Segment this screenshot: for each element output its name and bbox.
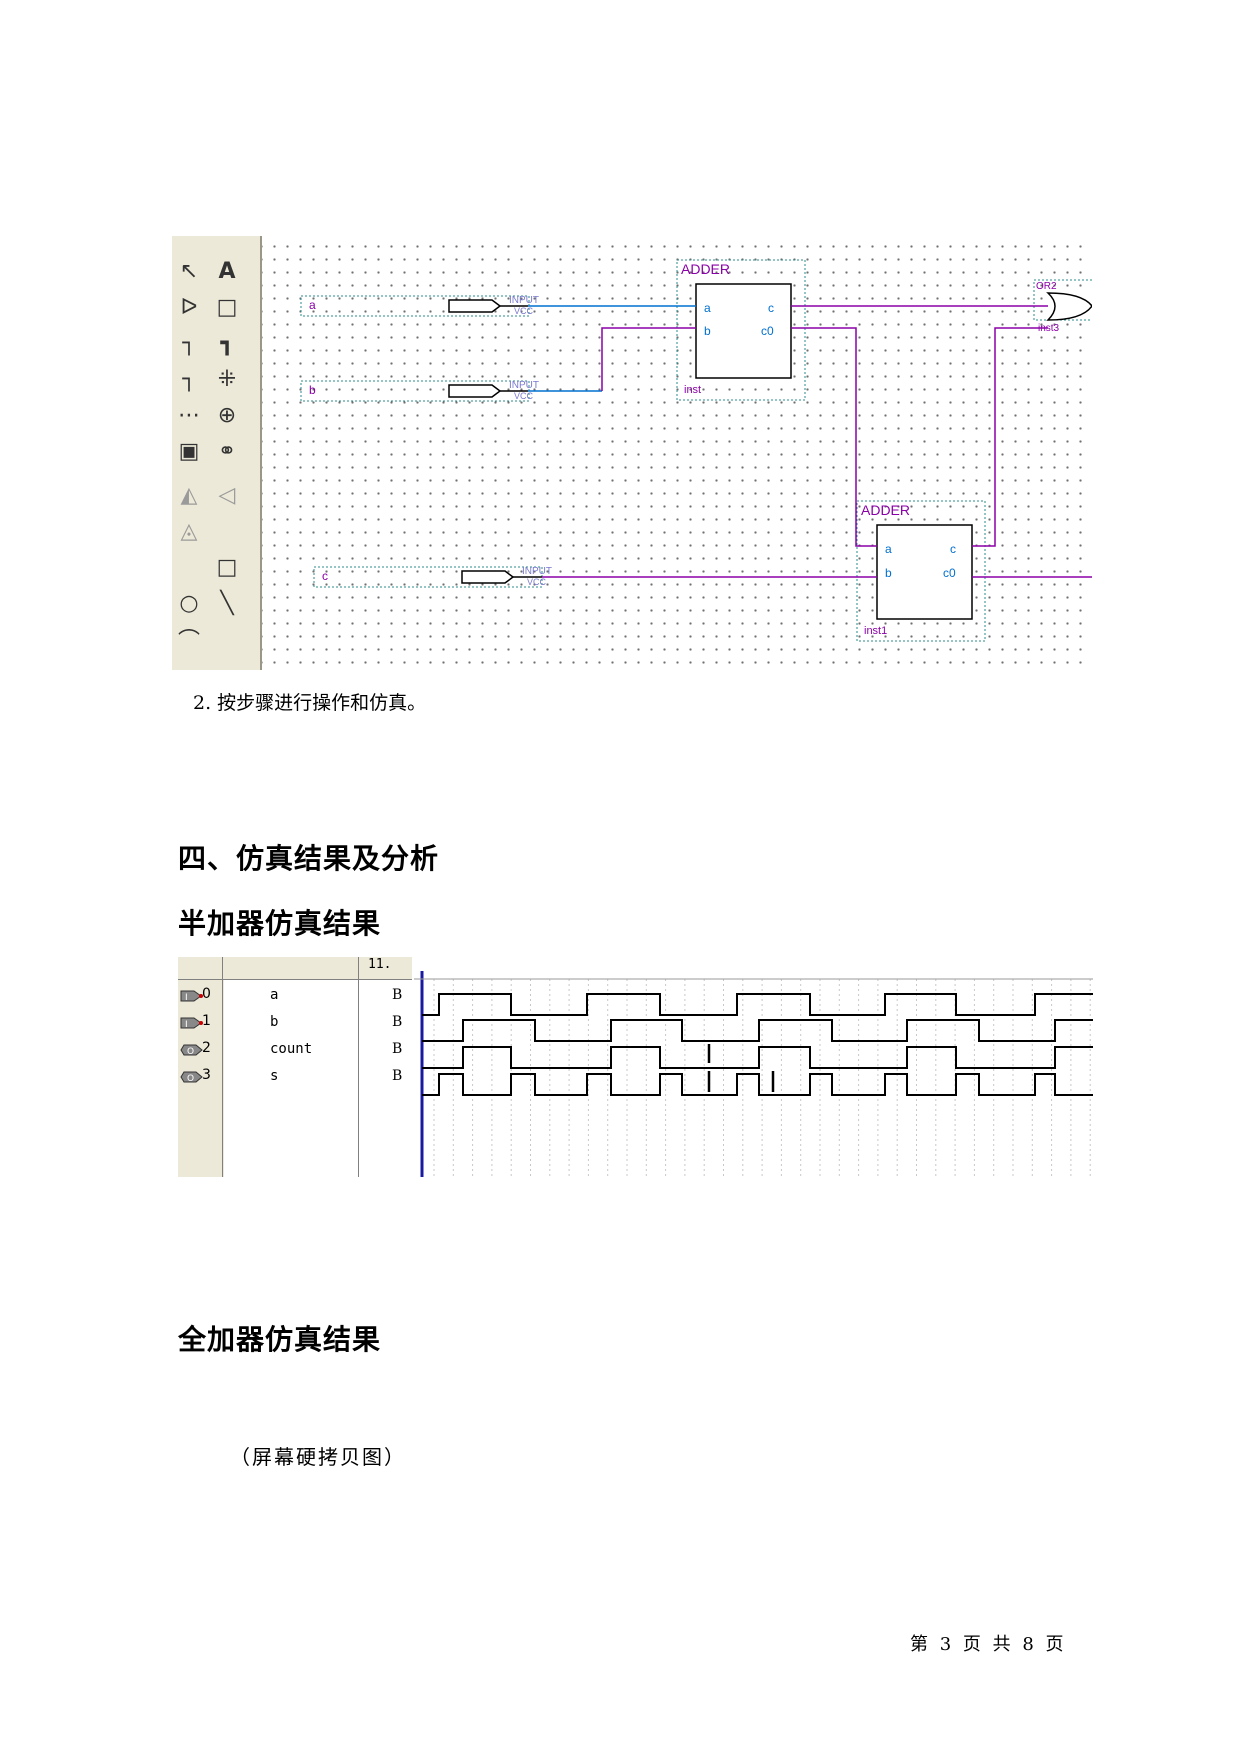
svg-text:b: b xyxy=(885,566,892,580)
svg-text:O: O xyxy=(187,1074,194,1084)
screen-copy-note: （屏幕硬拷贝图） xyxy=(230,1445,406,1469)
flip-horizontal-icon[interactable]: ◭ xyxy=(180,482,198,508)
svg-text:INPUT: INPUT xyxy=(509,380,539,391)
rubberband-icon[interactable]: ⁜ xyxy=(217,366,237,392)
or2-frame xyxy=(1033,279,1092,321)
partial-line-icon[interactable]: ⋯ xyxy=(178,402,200,428)
fullscreen-icon[interactable]: ▣ xyxy=(178,438,200,464)
signal-radix: B xyxy=(392,987,403,1003)
svg-text:O: O xyxy=(187,1047,194,1057)
find-icon[interactable]: ⚭ xyxy=(217,438,237,464)
svg-text:ADDER: ADDER xyxy=(861,502,910,518)
section-heading: 四、仿真结果及分析 xyxy=(178,842,440,875)
svg-text:c0: c0 xyxy=(943,566,956,580)
block-tool-icon[interactable]: □ xyxy=(216,294,238,320)
svg-text:VCC: VCC xyxy=(514,306,534,316)
ellipse-tool-icon[interactable]: ○ xyxy=(179,590,199,616)
trace-a xyxy=(422,993,1093,1016)
signal-radix: B xyxy=(392,1014,403,1030)
zoom-icon[interactable]: ⊕ xyxy=(217,402,237,428)
svg-text:c0: c0 xyxy=(761,324,774,338)
adder-frame-inst xyxy=(676,259,806,401)
svg-text:ADDER: ADDER xyxy=(681,261,730,277)
orthogonal-bus-icon[interactable]: ┓ xyxy=(220,330,234,356)
conduit-icon[interactable]: ┐ xyxy=(182,366,196,392)
time-header-value: 11. xyxy=(368,957,392,972)
symbol-tool-icon[interactable]: ᐅ xyxy=(180,294,198,320)
svg-text:c: c xyxy=(768,301,774,315)
text-tool-icon[interactable]: A xyxy=(218,258,236,284)
signal-radix: B xyxy=(392,1068,403,1084)
signal-name: count xyxy=(270,1041,313,1057)
full-adder-heading: 全加器仿真结果 xyxy=(178,1323,382,1356)
waveform-traces xyxy=(414,971,1093,1177)
orthogonal-node-icon[interactable]: ┐ xyxy=(182,330,196,356)
signal-name: s xyxy=(270,1068,279,1084)
page-footer: 第 3 页 共 8 页 xyxy=(910,1634,1067,1655)
pin-name-b: b xyxy=(309,383,316,397)
svg-text:INPUT: INPUT xyxy=(522,566,552,577)
svg-text:VCC: VCC xyxy=(514,391,534,401)
input-pin-c-icon xyxy=(461,570,515,584)
rotate-icon[interactable]: ◬ xyxy=(180,518,198,544)
output-pin-icon: O xyxy=(180,1042,220,1059)
adder-block-inst xyxy=(695,283,792,379)
svg-text:I: I xyxy=(185,1020,188,1030)
svg-text:a: a xyxy=(885,542,892,556)
svg-text:VCC: VCC xyxy=(527,577,547,587)
input-pin-b-icon xyxy=(448,384,502,398)
trace-b xyxy=(422,1019,1093,1042)
adder-frame-inst1 xyxy=(856,500,986,642)
rectangle-tool-icon[interactable]: □ xyxy=(216,554,238,580)
signal-row[interactable]: I 0 a B xyxy=(178,984,412,1009)
svg-text:I: I xyxy=(185,993,188,1003)
signal-radix: B xyxy=(392,1041,403,1057)
half-adder-heading: 半加器仿真结果 xyxy=(178,907,382,940)
signal-name: b xyxy=(270,1014,279,1030)
schematic-drawing: a b c INPUT VCC INPUT VCC INPUT VCC ADDE… xyxy=(300,259,1092,642)
waveform-plot[interactable] xyxy=(414,957,1093,1177)
trace-s xyxy=(422,1073,1093,1096)
svg-text:inst3: inst3 xyxy=(1038,323,1060,334)
signal-index: 1 xyxy=(202,1013,211,1029)
input-pin-a-icon xyxy=(448,299,502,313)
input-pin-icon: I xyxy=(180,1015,220,1032)
signal-index: 2 xyxy=(202,1040,211,1056)
svg-text:c: c xyxy=(950,542,956,556)
trace-count xyxy=(422,1046,1093,1069)
or2-gate-icon xyxy=(1046,292,1092,321)
svg-text:a: a xyxy=(704,301,711,315)
signal-row[interactable]: I 1 b B xyxy=(178,1011,412,1036)
input-pin-icon: I xyxy=(180,988,220,1005)
schematic-canvas[interactable]: a b c INPUT VCC INPUT VCC INPUT VCC ADDE… xyxy=(262,236,1092,670)
svg-text:inst1: inst1 xyxy=(864,625,887,637)
signal-index: 3 xyxy=(202,1067,211,1083)
line-tool-icon[interactable]: ╲ xyxy=(220,590,234,616)
flip-vertical-icon[interactable]: ◁ xyxy=(218,482,236,508)
arc-tool-icon[interactable]: ⌒ xyxy=(177,629,200,654)
signal-name: a xyxy=(270,987,279,1003)
pin-name-c: c xyxy=(322,569,328,583)
pin-name-a: a xyxy=(309,298,316,312)
adder-block-inst1 xyxy=(876,524,973,620)
svg-text:INPUT: INPUT xyxy=(509,295,539,306)
signal-index: 0 xyxy=(202,986,211,1002)
step-text: 2. 按步骤进行操作和仿真。 xyxy=(193,692,427,714)
output-pin-icon: O xyxy=(180,1069,220,1086)
svg-text:OR2: OR2 xyxy=(1036,281,1057,292)
svg-text:b: b xyxy=(704,324,711,338)
svg-text:inst: inst xyxy=(684,384,701,396)
pointer-icon[interactable]: ↖ xyxy=(179,258,199,284)
